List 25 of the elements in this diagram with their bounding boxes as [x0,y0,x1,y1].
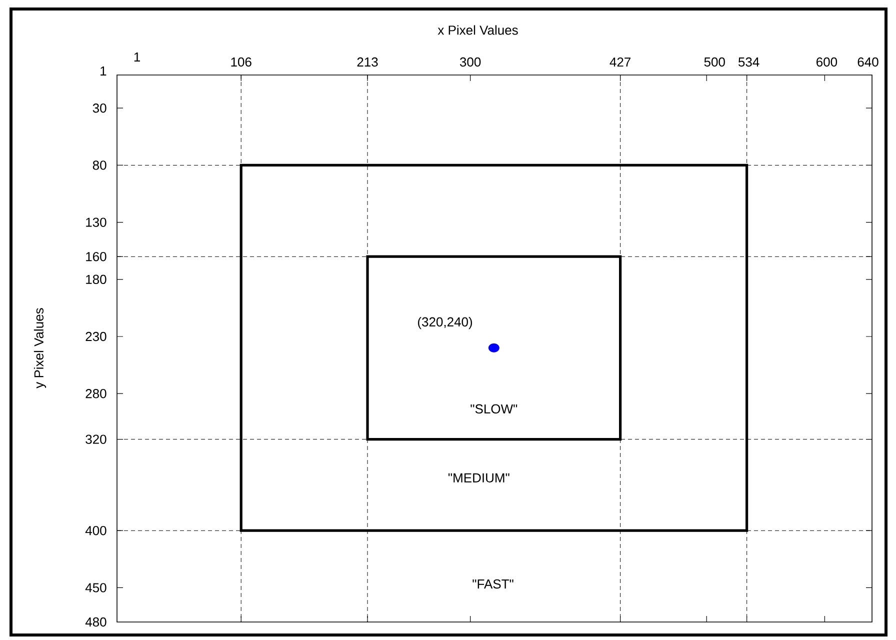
tick-label: 534 [738,57,760,67]
tick-label: 213 [357,57,378,67]
tick-label: 1 [100,66,106,76]
tick-label: 30 [92,104,106,113]
tick-label: 300 [460,57,481,67]
tick-label: 1 [134,52,140,62]
axis-title: y Pixel Values [34,308,46,388]
tick-label: 450 [85,583,106,592]
axis-title: x Pixel Values [438,25,518,35]
tick-label: 427 [610,57,630,67]
tick-label: 400 [85,526,106,536]
tick-label: 600 [816,57,838,67]
tick-label: 106 [231,57,252,67]
tick-label: 480 [85,617,106,627]
point-label: (320,240) [418,316,472,330]
tick-label: 320 [86,434,106,444]
zone-label: "FAST" [472,579,514,589]
tick-label: 180 [86,274,106,284]
tick-label: 230 [86,332,106,342]
tick-label: 280 [86,389,106,398]
tick-label: 160 [86,252,106,262]
tick-label: 500 [704,57,725,67]
tick-label: 80 [92,160,106,170]
tick-label: 640 [858,57,878,67]
tick-label: 130 [86,218,106,227]
